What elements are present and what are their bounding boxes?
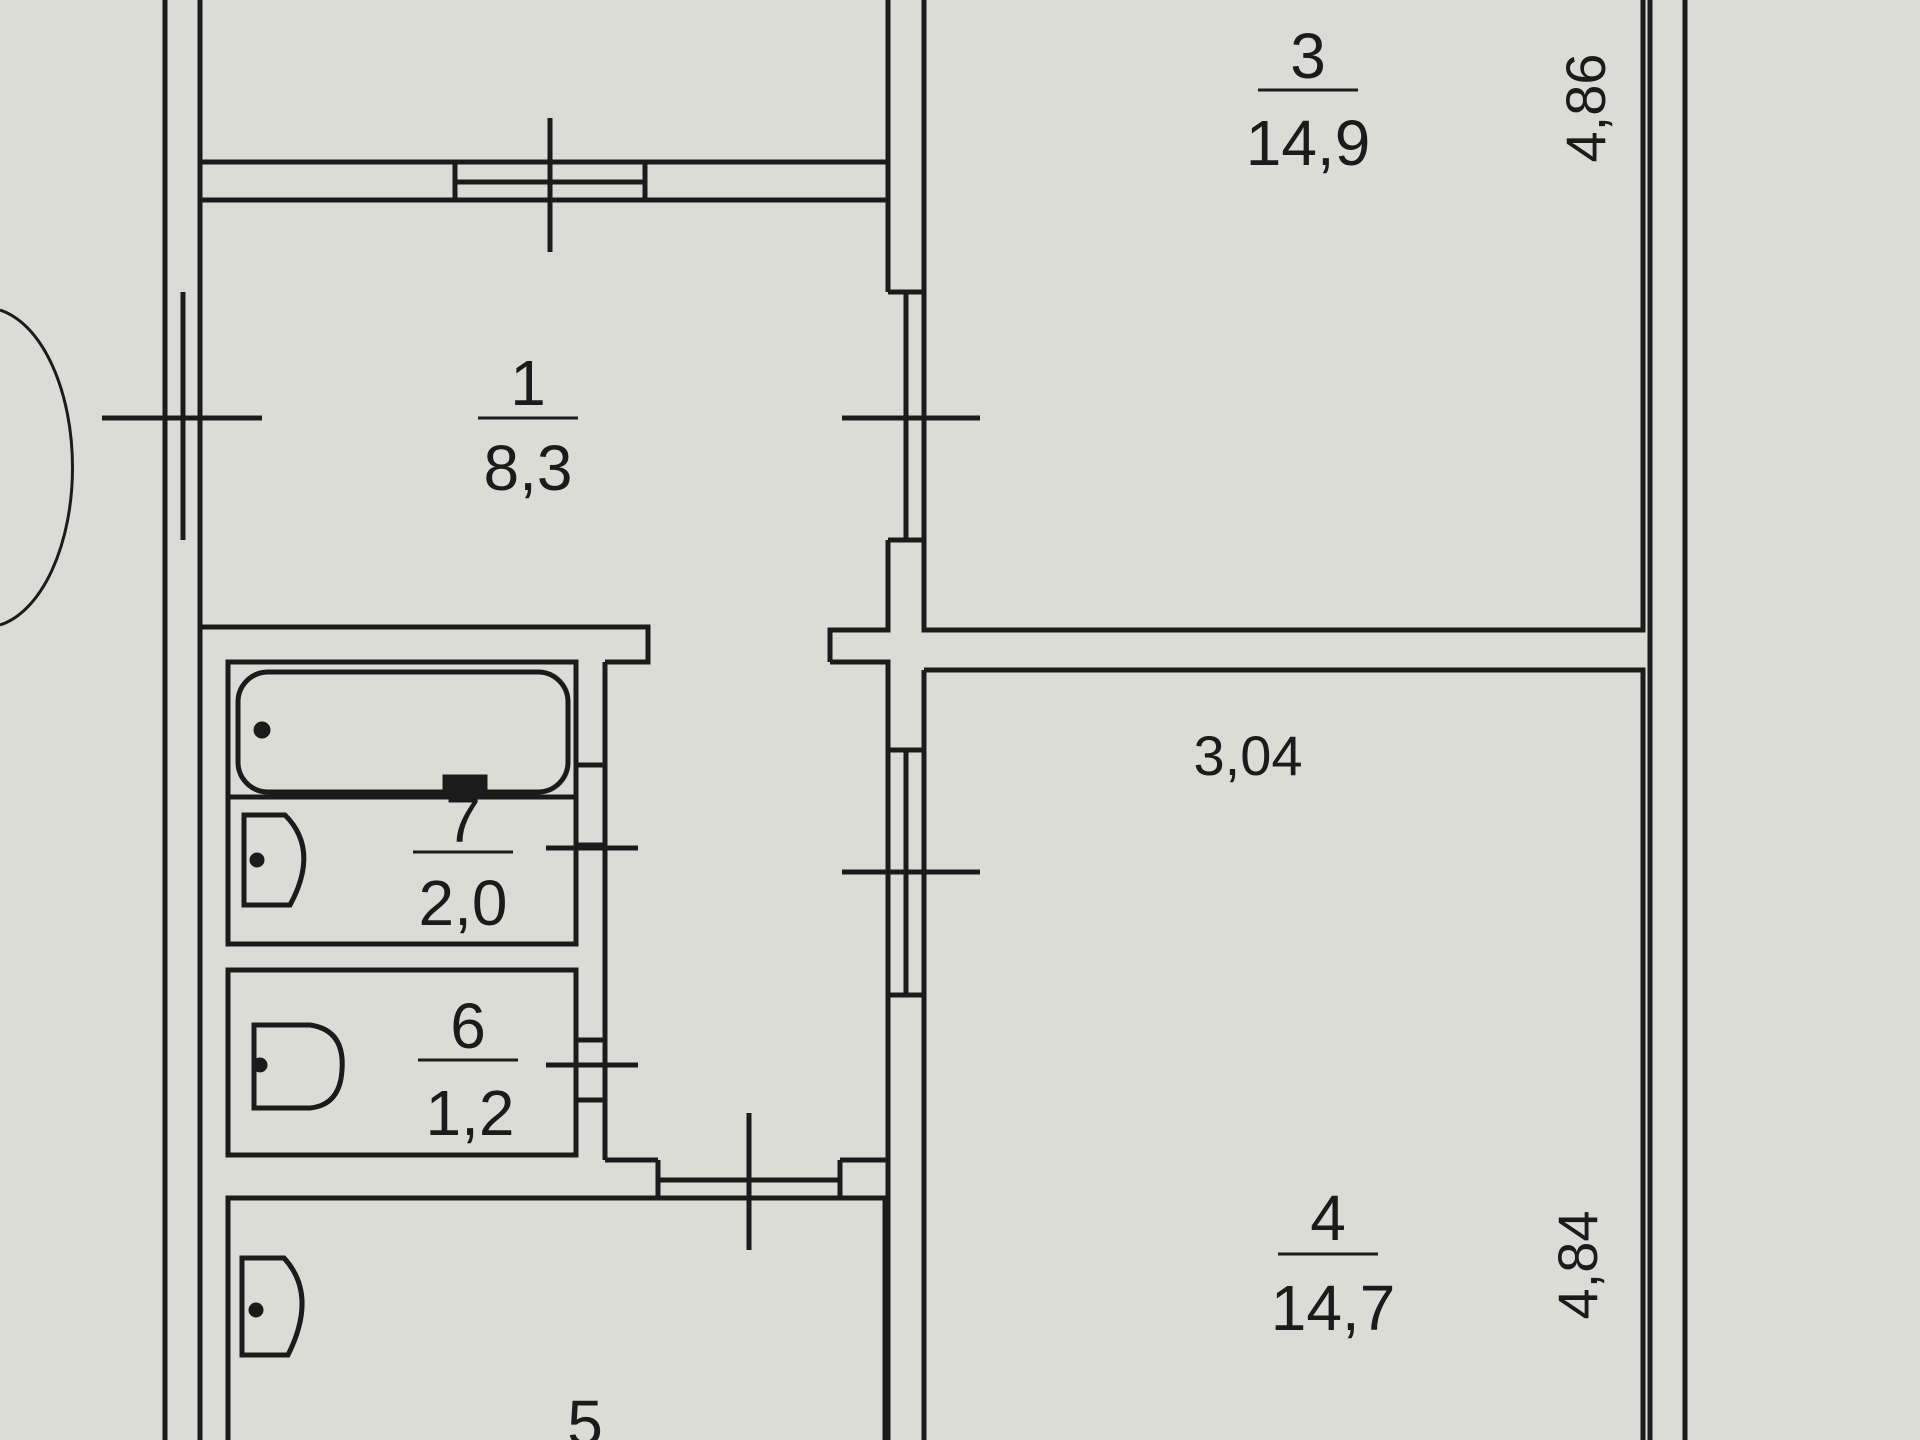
door-cross-top [455, 118, 645, 252]
bathtub-faucet-icon [442, 774, 488, 792]
room-4-area: 14,7 [1271, 1272, 1396, 1344]
sink-icon-room-5 [239, 1255, 305, 1358]
door-cross-room-5 [658, 1113, 840, 1250]
room-3-wall [921, 0, 1646, 633]
room-6-door-jamb [573, 970, 605, 1155]
fixtures [239, 721, 488, 1358]
room-5-wall [225, 1195, 888, 1440]
room-6-area: 1,2 [426, 1077, 515, 1149]
room-6-number: 6 [450, 990, 486, 1062]
room-7-door-jamb [573, 662, 605, 944]
door-crosses [102, 118, 980, 1250]
room-7-wall [225, 659, 579, 947]
fixture-dot-room-6 [252, 1057, 268, 1073]
door-cross-room-3 [842, 292, 980, 540]
room-1-bottom-wall [200, 624, 651, 665]
room-labels [413, 88, 1378, 1256]
room-3-area: 14,9 [1246, 107, 1371, 179]
walls [162, 0, 1688, 1440]
bathtub-drain-icon [253, 721, 271, 739]
door-cross-entrance [102, 292, 262, 540]
room-7-area: 2,0 [419, 867, 508, 939]
room-5-number: 5 [567, 1387, 603, 1440]
door-cross-room-4 [842, 750, 980, 995]
room-4-length-dimension: 4,84 [1546, 1211, 1609, 1320]
toilet-icon-room-6 [251, 1022, 345, 1111]
bathtub [235, 669, 571, 795]
room-1-number: 1 [510, 347, 546, 419]
room-4-number: 4 [1310, 1182, 1346, 1254]
sink-icon-room-7 [241, 812, 307, 908]
entrance-arc [0, 308, 74, 627]
fixture-dot-room-7 [249, 852, 265, 868]
room-3-number: 3 [1290, 20, 1326, 92]
room-7-number: 7 [445, 784, 481, 856]
fixture-dot-room-5 [248, 1302, 264, 1318]
room-4-wall [921, 667, 1646, 1440]
room-1-area: 8,3 [484, 432, 573, 504]
width-dimension: 3,04 [1194, 724, 1303, 787]
room-3-length-dimension: 4,86 [1554, 54, 1617, 163]
